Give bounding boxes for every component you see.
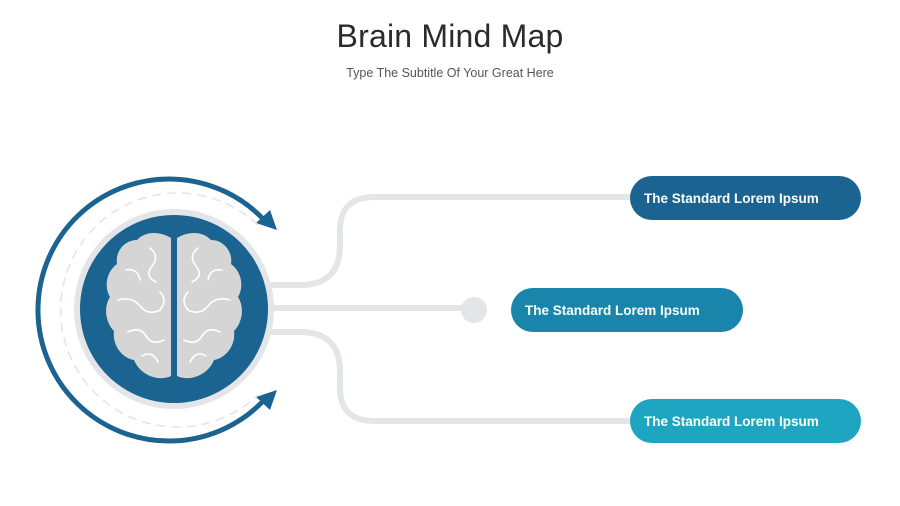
cycle-arrows (35, 176, 277, 444)
connector-top (269, 194, 643, 288)
branch-label-1[interactable]: The Standard Lorem Ipsum (630, 176, 861, 220)
brain-icon (106, 232, 242, 379)
page-subtitle: Type The Subtitle Of Your Great Here (346, 66, 554, 80)
arrow-head-top (256, 210, 277, 230)
branch-label-3[interactable]: The Standard Lorem Ipsum (630, 399, 861, 443)
page-title: Brain Mind Map (336, 18, 564, 54)
connector-lines (269, 194, 643, 424)
arrow-head-bottom (256, 390, 277, 410)
connector-bottom (269, 329, 643, 424)
branch-label-2[interactable]: The Standard Lorem Ipsum (511, 288, 743, 332)
connector-node (461, 297, 487, 323)
